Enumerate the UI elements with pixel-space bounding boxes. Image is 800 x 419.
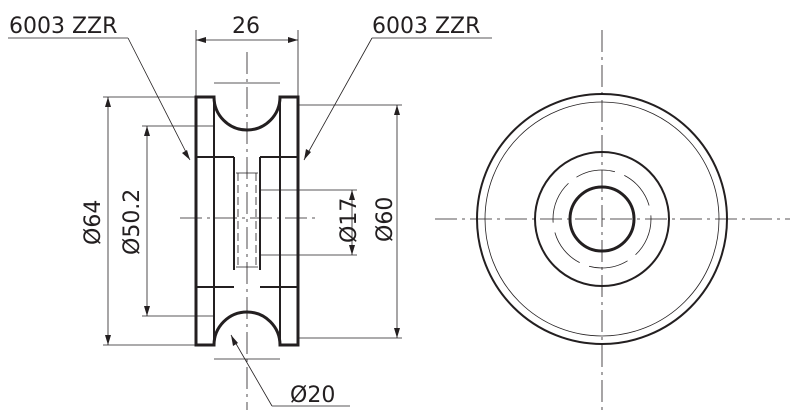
groove-radius-dimension: Ø20: [290, 383, 335, 408]
groove-diameter-dimension: Ø50.2: [120, 189, 145, 255]
shaft-diameter-dimension: Ø17: [337, 198, 362, 243]
wheel-outline: [194, 95, 300, 347]
flange-diameter-dimension: Ø60: [373, 197, 398, 242]
side-view: [180, 52, 316, 410]
front-view: [435, 30, 790, 410]
outer-diameter-dimension: Ø64: [81, 200, 106, 245]
dimensions: 26 Ø64 Ø50.2 Ø17 Ø60 Ø20: [8, 14, 492, 408]
bearing-label-left: 6003 ZZR: [9, 14, 117, 39]
width-dimension: 26: [232, 14, 260, 39]
bearing-label-right: 6003 ZZR: [372, 14, 480, 39]
